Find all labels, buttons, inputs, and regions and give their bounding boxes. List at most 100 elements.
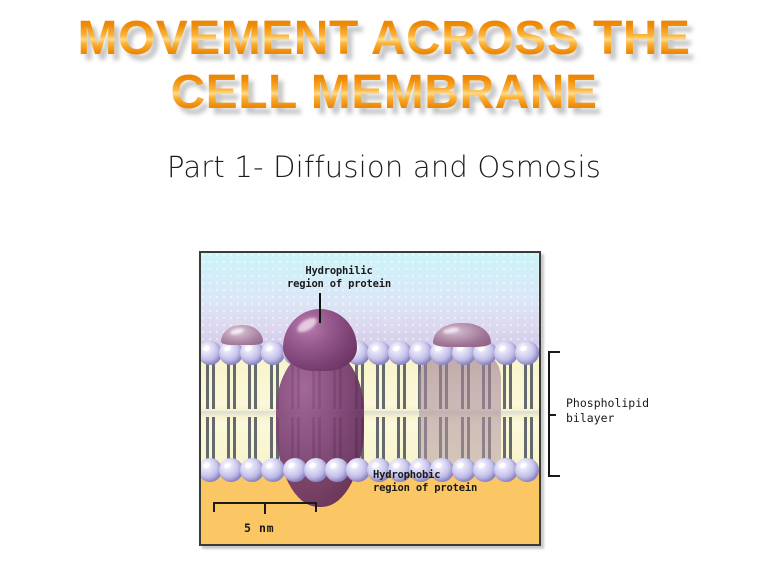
- scale-bar-cap-right: [315, 502, 317, 512]
- bilayer-midline: [201, 411, 539, 416]
- phospholipid-tail: [381, 417, 385, 467]
- phospholipid-head: [324, 458, 349, 482]
- phospholipid-tail-pair: [244, 417, 262, 467]
- phospholipid-tail: [269, 359, 273, 409]
- phospholipid-head: [430, 458, 455, 482]
- membrane-diagram-image: Hydrophilic region of protein Hydrophobi…: [199, 251, 541, 546]
- page-title: MOVEMENT ACROSS THE CELL MEMBRANE: [0, 14, 768, 121]
- phospholipid-tail: [227, 359, 231, 409]
- phospholipid-head: [514, 341, 539, 365]
- phospholipid-tail-pair: [393, 359, 411, 409]
- surface-protein-left-dome: [221, 325, 263, 345]
- phospholipid-head: [493, 458, 518, 482]
- scale-bar-cap-left: [213, 502, 215, 512]
- phospholipid-tail-pair: [372, 359, 390, 409]
- phospholipid-head: [451, 458, 476, 482]
- phospholipid-tail: [206, 359, 209, 409]
- diagram-canvas: Hydrophilic region of protein Hydrophobi…: [201, 253, 539, 544]
- phospholipid-head: [219, 341, 244, 365]
- phospholipid-tail: [227, 417, 231, 467]
- phospholipid-tail: [396, 417, 400, 467]
- phospholipid-tail-pair: [223, 359, 241, 409]
- surface-protein-right-dome: [433, 323, 491, 347]
- hydrophilic-label-line-1: Hydrophilic: [305, 265, 373, 277]
- phospholipid-head: [367, 341, 391, 365]
- title-line-2: CELL MEMBRANE: [0, 68, 768, 121]
- bracket-bottom-arm: [548, 475, 560, 477]
- phospholipid-head: [219, 458, 244, 482]
- phospholipid-head: [201, 341, 222, 365]
- phospholipid-tail: [254, 359, 258, 409]
- phospholipid-head: [409, 341, 434, 365]
- phospholipid-tail-pair: [499, 417, 517, 467]
- phospholipid-tail: [396, 359, 400, 409]
- phospholipid-head: [240, 458, 265, 482]
- hydrophilic-leader-line: [319, 293, 321, 323]
- phospholipid-tail: [509, 417, 513, 467]
- peripheral-protein-right-body: [419, 357, 501, 469]
- phospholipid-tail: [212, 359, 215, 409]
- phospholipid-head: [409, 458, 434, 482]
- bilayer-label-line-2: bilayer: [566, 411, 615, 426]
- phospholipid-tail: [375, 417, 379, 467]
- phospholipid-head: [367, 458, 391, 482]
- scale-bar-label: 5 nm: [244, 521, 275, 535]
- phospholipid-tail-pair: [244, 359, 262, 409]
- phospholipid-tail: [503, 359, 507, 409]
- phospholipid-tail: [402, 417, 406, 467]
- title-line-1: MOVEMENT ACROSS THE: [0, 14, 768, 67]
- phospholipid-tail-pair: [202, 417, 220, 467]
- scale-bar-tick: [264, 504, 266, 514]
- phospholipid-head: [493, 341, 518, 365]
- phospholipid-tail: [254, 417, 258, 467]
- slide-subtitle: Part 1- Diffusion and Osmosis: [166, 150, 602, 184]
- phospholipid-head: [472, 458, 497, 482]
- phospholipid-tail: [248, 417, 252, 467]
- bracket-middle-stem: [548, 414, 556, 416]
- phospholipid-tail: [206, 417, 209, 467]
- hydrophilic-region-label: Hydrophilic region of protein: [259, 265, 419, 291]
- bracket-top-arm: [548, 351, 560, 353]
- phospholipid-tail: [503, 417, 507, 467]
- phospholipid-tail-pair: [520, 417, 538, 467]
- phospholipid-tail-pair: [372, 417, 390, 467]
- phospholipid-tail: [212, 417, 215, 467]
- hydrophilic-label-line-2: region of protein: [286, 277, 392, 290]
- phospholipid-head: [261, 458, 286, 482]
- phospholipid-bilayer-bracket: [548, 351, 562, 477]
- phospholipid-tail: [269, 417, 273, 467]
- hydrophobic-label-line-2: region of protein: [373, 481, 478, 494]
- phospholipid-head: [303, 458, 328, 482]
- phospholipid-head: [282, 458, 307, 482]
- phospholipid-tail: [381, 359, 385, 409]
- phospholipid-tail: [275, 359, 279, 409]
- phospholipid-tail-pair: [223, 417, 241, 467]
- phospholipid-tail-pair: [520, 359, 538, 409]
- phospholipid-tail: [524, 417, 528, 467]
- phospholipid-head: [388, 341, 413, 365]
- phospholipid-tail-pair: [202, 359, 220, 409]
- lower-phospholipid-head-row: [201, 458, 539, 484]
- phospholipid-head: [345, 458, 370, 482]
- phospholipid-tail: [402, 359, 406, 409]
- phospholipid-tail: [530, 417, 534, 467]
- phospholipid-bilayer-label: Phospholipid bilayer: [566, 396, 649, 426]
- phospholipid-tail: [524, 359, 528, 409]
- phospholipid-tail-pair: [266, 359, 284, 409]
- phospholipid-tail: [530, 359, 534, 409]
- hydrophobic-label-line-1: Hydrophobic: [373, 469, 441, 481]
- phospholipid-tail: [248, 359, 252, 409]
- scale-bar: [213, 502, 317, 518]
- phospholipid-tail: [233, 359, 237, 409]
- phospholipid-tail-pair: [393, 417, 411, 467]
- phospholipid-head: [388, 458, 413, 482]
- hydrophobic-region-label: Hydrophobic region of protein: [373, 469, 477, 495]
- phospholipid-head: [240, 341, 265, 365]
- scale-bar-line: [213, 502, 317, 504]
- phospholipid-tail-pair: [499, 359, 517, 409]
- phospholipid-head: [514, 458, 539, 482]
- phospholipid-head: [261, 341, 286, 365]
- phospholipid-tail: [509, 359, 513, 409]
- phospholipid-tail: [360, 359, 364, 409]
- phospholipid-tail: [233, 417, 237, 467]
